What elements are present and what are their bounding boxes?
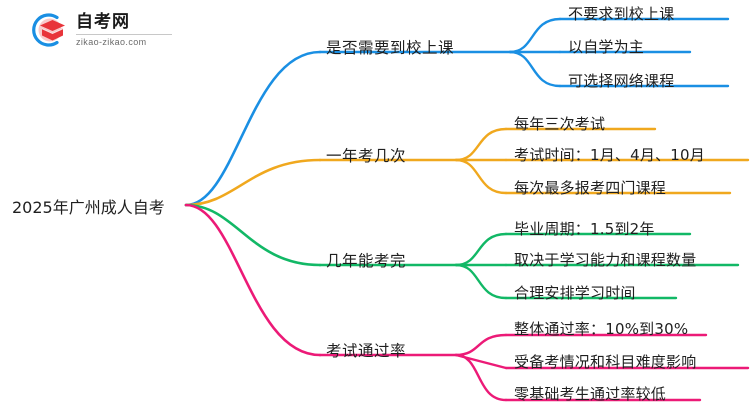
mindmap-branch-node-3[interactable]: 几年能考完 [326, 252, 407, 270]
branch-3-to-leaf-3 [454, 263, 508, 300]
mindmap-leaf-node-2-2[interactable]: 考试时间：1月、4月、10月 [514, 146, 705, 164]
root-to-branch-4 [184, 203, 322, 357]
root-to-branch-2 [184, 158, 322, 207]
branch-3-to-leaf-1 [454, 232, 508, 267]
mindmap-leaf-node-2-3[interactable]: 每次最多报考四门课程 [514, 179, 667, 197]
logo-text-block: 自考网 zikao-zikao.com [76, 11, 172, 47]
branch-2-to-leaf-1 [454, 127, 508, 162]
mindmap-leaf-node-2-1[interactable]: 每年三次考试 [514, 115, 606, 133]
mindmap-branch-node-1[interactable]: 是否需要到校上课 [326, 39, 455, 57]
logo-mark-icon [28, 10, 68, 50]
logo-glyph-icon [32, 13, 65, 47]
mindmap-leaf-node-3-3[interactable]: 合理安排学习时间 [514, 284, 636, 302]
root-to-branch-3 [184, 203, 322, 267]
mindmap-leaf-node-4-2[interactable]: 受备考情况和科目难度影响 [514, 353, 697, 371]
mindmap-leaf-node-4-1[interactable]: 整体通过率：10%到30% [514, 320, 689, 338]
branch-4-to-leaf-3 [454, 353, 508, 402]
mindmap-leaf-node-4-3[interactable]: 零基础考生通过率较低 [514, 385, 667, 403]
mindmap-leaf-node-1-2[interactable]: 以自学为主 [568, 38, 645, 56]
branch-4-to-leaf-2 [454, 353, 508, 370]
mindmap-branch-node-2[interactable]: 一年考几次 [326, 147, 407, 165]
branch-4-to-leaf-1 [454, 333, 508, 357]
root-to-branch-1 [184, 50, 322, 207]
site-logo: 自考网 zikao-zikao.com [28, 8, 208, 52]
branch-1-to-leaf-1 [508, 17, 562, 54]
mindmap-leaf-node-3-1[interactable]: 毕业周期：1.5到2年 [514, 220, 655, 238]
mindmap-root-node[interactable]: 2025年广州成人自考 [12, 198, 165, 217]
mindmap-branch-node-4[interactable]: 考试通过率 [326, 342, 407, 360]
mindmap-leaf-node-3-2[interactable]: 取决于学习能力和课程数量 [514, 251, 697, 269]
mindmap-leaf-node-1-1[interactable]: 不要求到校上课 [568, 5, 675, 23]
logo-title: 自考网 [76, 11, 130, 32]
logo-domain: zikao-zikao.com [76, 36, 147, 47]
mindmap-leaf-node-1-3[interactable]: 可选择网络课程 [568, 72, 675, 90]
logo-divider [76, 33, 172, 35]
branch-1-to-leaf-3 [508, 50, 562, 88]
branch-2-to-leaf-3 [454, 158, 508, 195]
